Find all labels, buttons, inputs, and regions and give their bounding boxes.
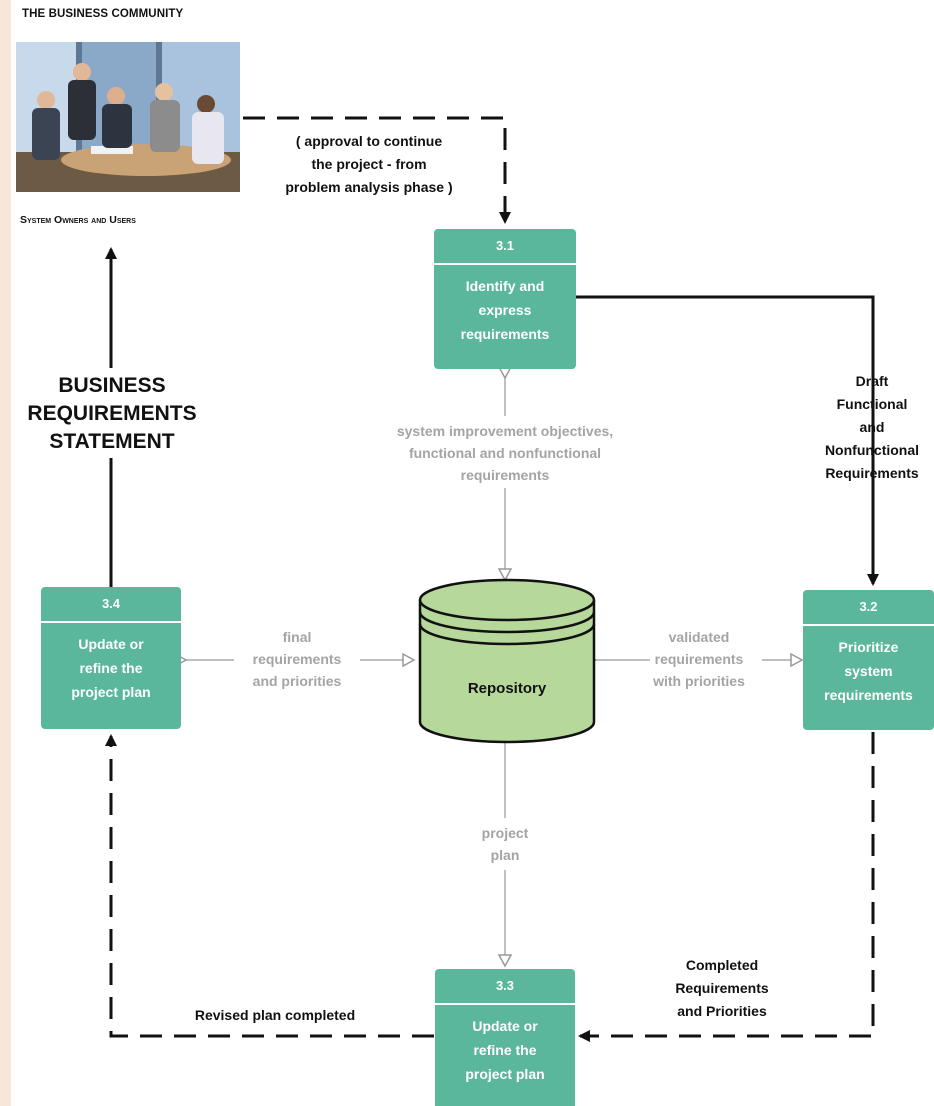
business-requirements-statement-label: BUSINESS REQUIREMENTS STATEMENT xyxy=(27,374,197,453)
revised-flow-line xyxy=(105,734,434,1038)
project-plan-label: project plan xyxy=(481,825,529,863)
process-label: Update or refine the project plan xyxy=(71,636,151,700)
process-label: Prioritize system requirements xyxy=(824,639,913,703)
final-requirements-label: final requirements and priorities xyxy=(252,629,342,689)
process-number: 3.3 xyxy=(435,969,575,1005)
process-label: Update or refine the project plan xyxy=(465,1018,545,1082)
revised-plan-label: Revised plan completed xyxy=(194,1007,356,1023)
process-number: 3.1 xyxy=(434,229,576,265)
business-meeting-photo xyxy=(16,42,240,192)
approval-flow-line xyxy=(243,116,511,224)
process-label: Identify and express requirements xyxy=(460,278,550,342)
process-box-3-3: 3.3 Update or refine the project plan xyxy=(435,969,575,1106)
repository-cylinder xyxy=(418,578,596,744)
validated-requirements-label: validated requirements with priorities xyxy=(653,629,745,689)
repository-label: Repository xyxy=(467,680,547,697)
draft-requirements-flow-line xyxy=(576,295,879,586)
business-community-title: THE BUSINESS COMMUNITY xyxy=(22,8,184,20)
system-owners-label: System Owners and Users xyxy=(20,214,136,226)
left-margin-strip xyxy=(0,0,11,1106)
process-box-3-1: 3.1 Identify and express requirements xyxy=(434,229,576,369)
completed-requirements-label: Completed Requirements and Priorities xyxy=(675,957,769,1019)
approval-flow-label: ( approval to continue the project - fro… xyxy=(285,133,453,195)
process-box-3-4: 3.4 Update or refine the project plan xyxy=(41,587,181,729)
objectives-flow-label: system improvement objectives, functiona… xyxy=(396,423,614,483)
process-number: 3.4 xyxy=(41,587,181,623)
draft-requirements-label: Draft Functional and Nonfunctional Requi… xyxy=(824,373,920,481)
process-box-3-2: 3.2 Prioritize system requirements xyxy=(803,590,934,730)
process-number: 3.2 xyxy=(803,590,934,626)
